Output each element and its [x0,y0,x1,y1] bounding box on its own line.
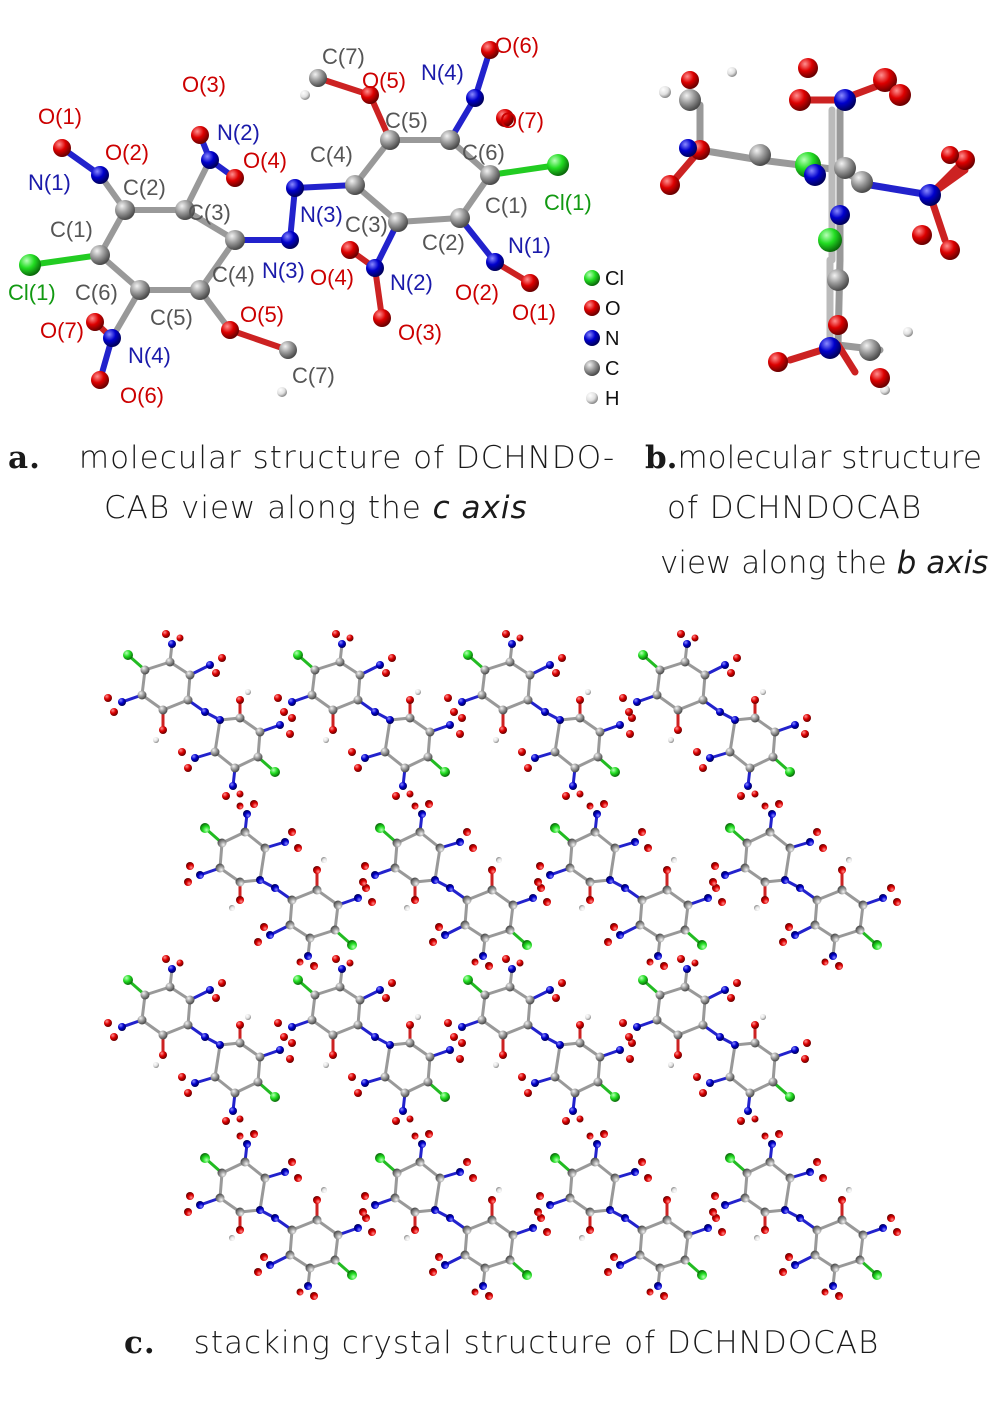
atom-label: Cl(1) [8,280,56,305]
packed-molecule [442,953,638,1127]
caption-b-axis: b axis [896,545,989,581]
legend-c-swatch [584,360,600,376]
atom-label: C(6) [75,280,118,305]
legend-h-swatch [586,392,598,404]
packed-molecule [532,1128,728,1302]
legend-label: N [605,328,619,350]
packed-molecule [442,628,638,802]
atom-label: O(3) [398,320,442,345]
legend-n-swatch [584,330,600,346]
panel-a-labels-left: O(1) O(2) O(3) N(2) O(4) N(1) C(2) C(3) … [8,72,335,408]
atom-label: N(4) [128,343,171,368]
packed-molecule [617,953,813,1127]
atom-label: Cl(1) [544,190,592,215]
atom-label: O(6) [495,33,539,58]
atom-label: O(5) [240,302,284,327]
legend-label: H [605,388,619,410]
atom-label: N(1) [508,233,551,258]
atom-label: N(2) [390,270,433,295]
atom-label: O(2) [105,140,149,165]
caption-c: c. stacking crystal structure of DCHNDOCA… [124,1325,879,1361]
atom-label: N(3) [262,258,305,283]
atom-label: C(3) [188,200,231,225]
atom-label: C(7) [292,363,335,388]
caption-b-line3: view along the b axis [660,545,988,581]
legend-cl-swatch [584,270,600,286]
atom-label: O(1) [512,300,556,325]
atom-label: O(4) [243,148,287,173]
caption-b-text2: of DCHNDOCAB [667,490,923,526]
atom-label: O(2) [455,280,499,305]
packed-molecule [617,628,813,802]
legend-o-swatch [584,300,600,316]
caption-b-line2: of DCHNDOCAB [667,490,922,526]
caption-a-letter: a. [8,440,41,476]
caption-a-text1: molecular structure of DCHNDO- [78,440,616,476]
caption-a-axis: c axis [432,490,528,526]
panel-a-labels-right: C(7) O(5) N(4) O(6) C(5) C(4) C(6) O(7) … [300,33,592,345]
atom-label: C(5) [150,305,193,330]
packed-molecule [182,798,378,972]
atom-label: N(1) [28,170,71,195]
atom-label: C(4) [212,262,255,287]
packed-molecule [532,798,728,972]
atom-label: C(2) [123,175,166,200]
atom-label: O(4) [310,265,354,290]
atom-label: O(7) [500,108,544,133]
panel-c-crystal-packing [102,628,903,1302]
legend-label: C [605,358,619,380]
packed-molecule [357,798,553,972]
packed-molecule [357,1128,553,1302]
atom-label: C(3) [345,212,388,237]
caption-b-line1: b.molecular structure [645,440,982,476]
atom-label: C(1) [50,217,93,242]
atom-legend: Cl O N C H [584,268,624,410]
caption-a-text2: CAB view along the [104,490,433,526]
packed-molecule [272,628,468,802]
caption-a-line2: CAB view along the c axis [104,490,528,526]
caption-b-text3: view along the [660,545,897,581]
caption-c-letter: c. [124,1325,156,1361]
packed-molecule [272,953,468,1127]
atom-label: N(4) [421,60,464,85]
legend-label: Cl [605,268,624,290]
atom-label: N(2) [217,120,260,145]
atom-label: N(3) [300,202,343,227]
atom-label: C(5) [385,108,428,133]
caption-c-text: stacking crystal structure of DCHNDOCAB [193,1325,880,1361]
packed-molecule [707,798,903,972]
atom-label: C(1) [485,193,528,218]
panel-a-molecule [19,41,569,397]
atom-label: C(2) [422,230,465,255]
caption-b-letter: b. [645,440,678,476]
atom-label: C(7) [322,44,365,69]
legend-label: O [605,298,621,320]
packed-molecule [182,1128,378,1302]
caption-a-line1: a. molecular structure of DCHNDO- [8,440,615,476]
atom-label: C(6) [462,140,505,165]
atom-label: O(1) [38,104,82,129]
packed-molecule [707,1128,903,1302]
atom-label: O(7) [40,318,84,343]
panel-b-molecule [659,58,975,395]
packed-molecule [102,953,298,1127]
packed-molecule [102,628,298,802]
caption-b-text1: molecular structure [677,440,982,476]
atom-label: C(4) [310,142,353,167]
atom-label: O(6) [120,383,164,408]
atom-label: O(3) [182,72,226,97]
atom-label: O(5) [362,68,406,93]
